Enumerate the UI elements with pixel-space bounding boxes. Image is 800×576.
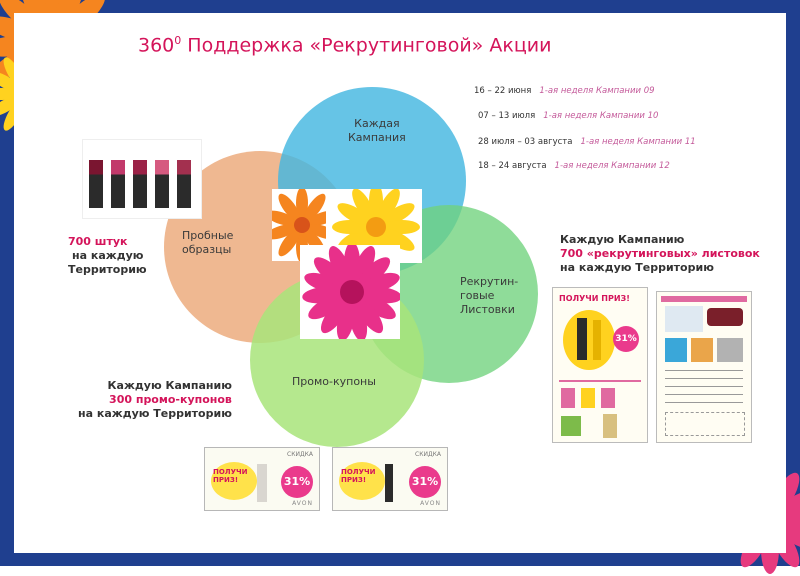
- flower-photo-pink: [300, 245, 400, 339]
- leaflet-header: ПОЛУЧИ ПРИЗ!: [559, 294, 630, 303]
- samples-note: 700 штук на каждую Территорию: [68, 235, 147, 276]
- coupons-note: Каждую Кампанию 300 промо-купонов на каж…: [78, 379, 232, 420]
- slide: 3600 Поддержка «Рекрутинговой» Акции 16 …: [14, 13, 786, 553]
- page-title: 3600 Поддержка «Рекрутинговой» Акции: [138, 34, 552, 57]
- leaflet-2: [656, 291, 752, 443]
- leaflet-1: ПОЛУЧИ ПРИЗ! 31%: [552, 287, 648, 443]
- lipstick-samples-image: [82, 139, 202, 219]
- leaflet-discount: 31%: [613, 326, 639, 352]
- coupon-discount: 31%: [281, 466, 313, 498]
- circle-coupons-label: Промо-купоны: [292, 375, 376, 388]
- coupon-discount: 31%: [409, 466, 441, 498]
- leaflets-note: Каждую Кампанию 700 «рекрутинговых» лист…: [560, 233, 760, 274]
